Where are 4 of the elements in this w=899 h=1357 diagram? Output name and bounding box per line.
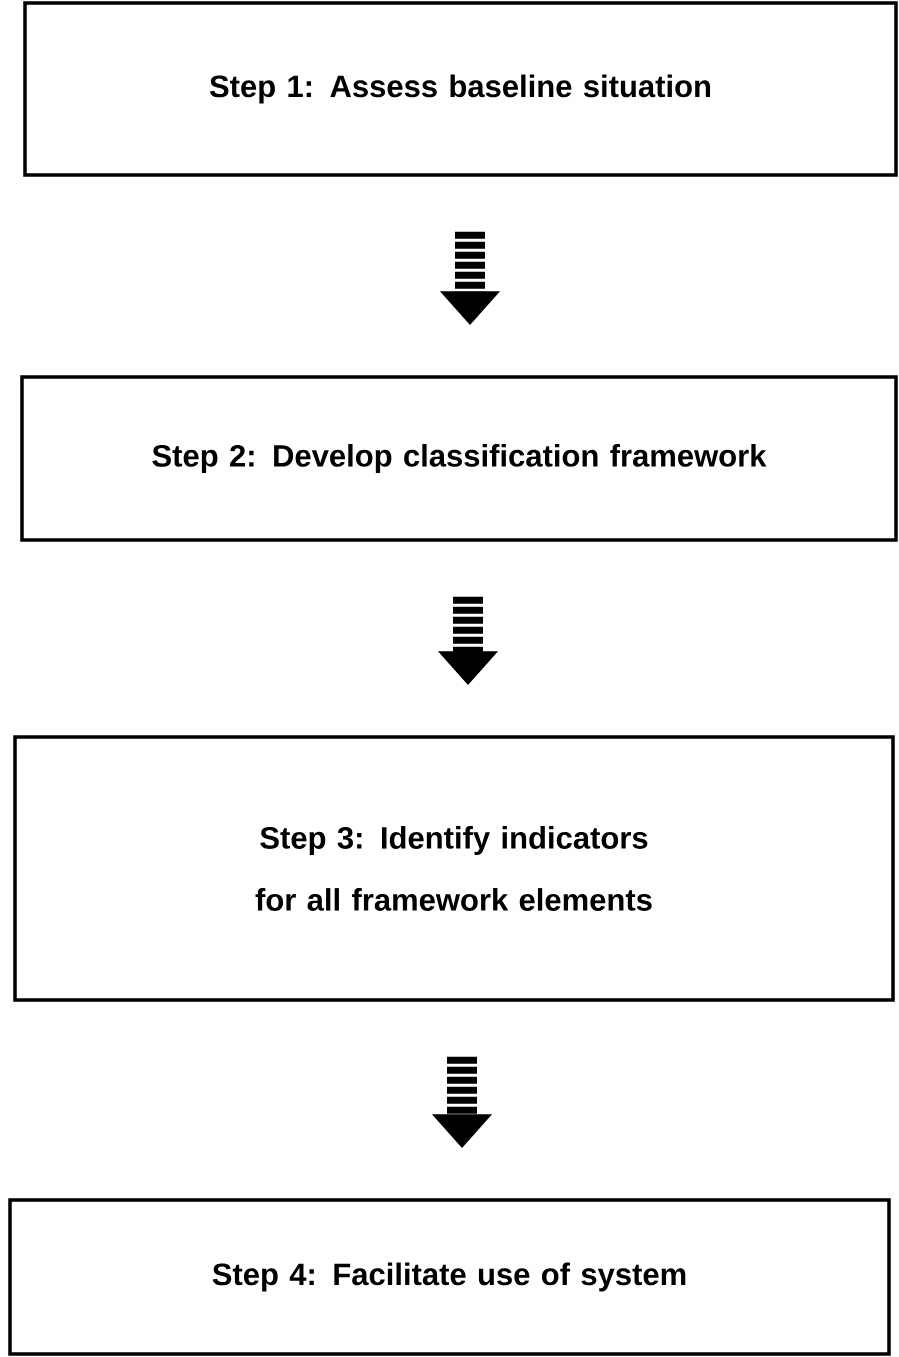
step-box: Step 3: Identify indicators for all framework elements bbox=[13, 735, 895, 1002]
step-box: Step 4: Facilitate use of system bbox=[8, 1198, 891, 1356]
step-box: Step 2: Develop classification framework bbox=[20, 375, 898, 542]
step-box: Step 1: Assess baseline situation bbox=[23, 1, 898, 177]
